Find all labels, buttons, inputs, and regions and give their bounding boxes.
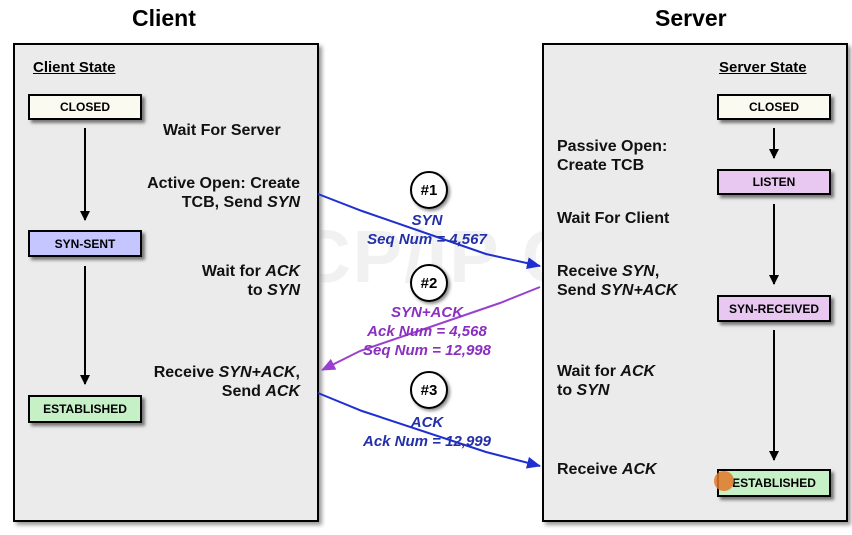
client-desc-wait-ack: Wait for ACK to SYN xyxy=(150,262,300,300)
msg3-type: ACK xyxy=(352,413,502,432)
msg3-line: Ack Num = 12,999 xyxy=(352,432,502,451)
text: Receive xyxy=(557,263,622,280)
msg1-type: SYN xyxy=(352,211,502,230)
server-state-listen: LISTEN xyxy=(717,169,831,195)
client-desc-receive: Receive SYN+ACK, Send ACK xyxy=(120,363,300,401)
client-state-syn-sent: SYN-SENT xyxy=(28,230,142,257)
syn-italic: SYN xyxy=(576,382,610,399)
text: Ack Num = 12,999 xyxy=(363,433,491,450)
server-state-closed: CLOSED xyxy=(717,94,831,120)
text: to xyxy=(247,282,268,299)
msg3-arrow xyxy=(317,392,541,469)
text: , xyxy=(295,364,300,381)
client-desc-wait-ack-line2: to SYN xyxy=(150,281,300,300)
server-desc-receive-ack: Receive ACK xyxy=(557,460,657,479)
server-desc-passive-open: Passive Open: Create TCB xyxy=(557,137,667,175)
text: SYN+ACK xyxy=(390,304,464,321)
text: Ack Num = 4,568 xyxy=(367,323,487,340)
text: Send xyxy=(557,282,601,299)
client-state-established: ESTABLISHED xyxy=(28,395,142,423)
text: Seq Num = 4,567 xyxy=(367,231,487,248)
cursor-marker xyxy=(714,471,734,491)
server-state-syn-received: SYN-RECEIVED xyxy=(717,295,831,322)
text: Receive xyxy=(557,461,622,478)
server-panel xyxy=(542,43,848,522)
text: to xyxy=(557,382,577,399)
ack-italic: ACK xyxy=(620,363,656,380)
text: Send xyxy=(221,383,266,400)
text: ACK xyxy=(410,414,444,431)
server-desc-receive-line1: Receive SYN, xyxy=(557,262,677,281)
server-desc-wait-ack-line1: Wait for ACK xyxy=(557,362,655,381)
ack-italic: ACK xyxy=(265,383,300,400)
syn-italic: SYN xyxy=(267,194,300,211)
server-title: Server xyxy=(655,5,727,31)
synack-italic: SYN+ACK xyxy=(218,364,296,381)
ack-italic: ACK xyxy=(265,263,300,280)
msg2-label: SYN+ACK Ack Num = 4,568 Seq Num = 12,998 xyxy=(352,303,502,360)
client-desc-active-open-line2: TCB, Send SYN xyxy=(120,193,300,212)
client-desc-wait-ack-line1: Wait for ACK xyxy=(150,262,300,281)
text: Receive xyxy=(153,364,219,381)
server-desc-passive-line1: Passive Open: xyxy=(557,138,668,155)
text: , xyxy=(654,263,660,280)
msg2-number-badge: #2 xyxy=(410,264,448,302)
server-desc-receive-line2: Send SYN+ACK xyxy=(557,281,677,300)
msg2-line1: Ack Num = 4,568 xyxy=(352,322,502,341)
text: TCB, Send xyxy=(181,194,268,211)
syn-italic: SYN xyxy=(267,282,300,299)
text: Wait for xyxy=(201,263,266,280)
client-desc-receive-line2: Send ACK xyxy=(120,382,300,401)
ack-italic: ACK xyxy=(621,461,657,478)
client-desc-active-open: Active Open: Create TCB, Send SYN xyxy=(120,174,300,212)
server-desc-wait-ack: Wait for ACK to SYN xyxy=(557,362,655,400)
synack-italic: SYN+ACK xyxy=(600,282,678,299)
syn-italic: SYN xyxy=(621,263,655,280)
msg1-line: Seq Num = 4,567 xyxy=(352,230,502,249)
msg2-type: SYN+ACK xyxy=(352,303,502,322)
client-title: Client xyxy=(132,5,196,31)
text: SYN xyxy=(411,212,443,229)
msg3-label: ACK Ack Num = 12,999 xyxy=(352,413,502,451)
text: Seq Num = 12,998 xyxy=(363,342,491,359)
msg1-number-badge: #1 xyxy=(410,171,448,209)
msg2-arrow xyxy=(321,286,541,371)
client-desc-receive-line1: Receive SYN+ACK, xyxy=(120,363,300,382)
server-state-heading: Server State xyxy=(719,59,807,76)
server-desc-wait-client: Wait For Client xyxy=(557,210,670,227)
msg1-label: SYN Seq Num = 4,567 xyxy=(352,211,502,249)
msg2-line2: Seq Num = 12,998 xyxy=(352,341,502,360)
client-desc-active-open-line1: Active Open: Create xyxy=(147,175,300,192)
server-state-established: ESTABLISHED xyxy=(717,469,831,497)
server-desc-passive-line2: Create TCB xyxy=(557,157,645,174)
client-state-closed: CLOSED xyxy=(28,94,142,120)
msg3-number-badge: #3 xyxy=(410,371,448,409)
msg1-arrow xyxy=(317,193,541,270)
client-desc-wait-server: Wait For Server xyxy=(163,122,281,139)
text: Wait for xyxy=(557,363,621,380)
client-state-heading: Client State xyxy=(33,59,116,76)
client-panel xyxy=(13,43,319,522)
server-desc-wait-ack-line2: to SYN xyxy=(557,381,655,400)
server-desc-receive-syn: Receive SYN, Send SYN+ACK xyxy=(557,262,677,300)
